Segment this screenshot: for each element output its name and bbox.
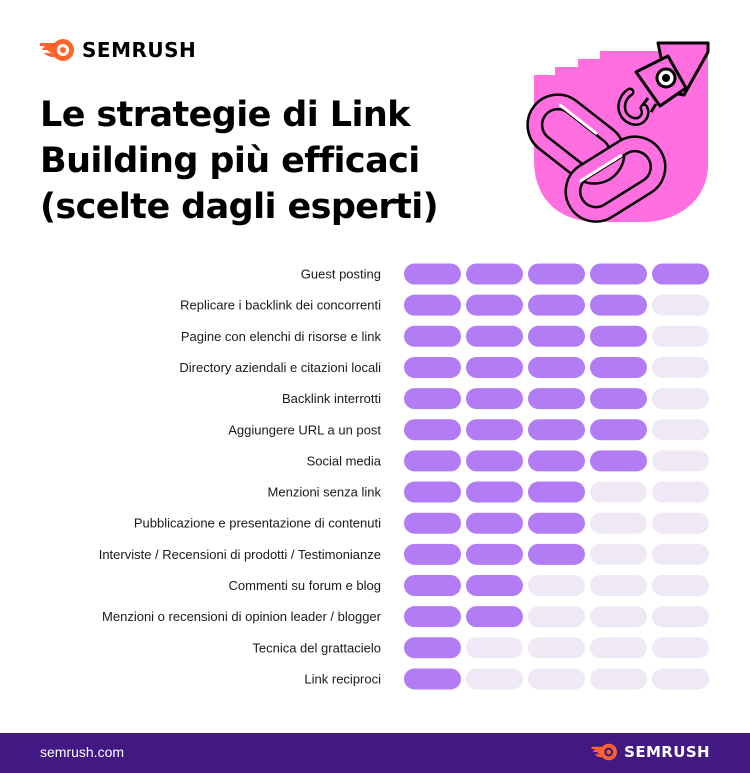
rating-pill-filled bbox=[466, 294, 523, 316]
rating-pill-empty bbox=[466, 668, 523, 690]
rating-pill-empty bbox=[590, 512, 647, 534]
rating-pill-filled bbox=[404, 543, 461, 565]
rating-pill-filled bbox=[404, 356, 461, 378]
rating-pill-empty bbox=[652, 481, 709, 503]
rating-pill-filled bbox=[590, 419, 647, 441]
category-label: Menzioni senza link bbox=[268, 485, 382, 500]
category-label: Pagine con elenchi di risorse e link bbox=[181, 329, 382, 344]
rating-pill-filled bbox=[528, 481, 585, 503]
rating-pill-filled bbox=[466, 606, 523, 628]
rating-pill-filled bbox=[528, 543, 585, 565]
rating-pill-filled bbox=[528, 512, 585, 534]
rating-pill-filled bbox=[404, 575, 461, 596]
category-label: Replicare i backlink dei concorrenti bbox=[180, 298, 381, 313]
rating-pill-empty bbox=[590, 606, 647, 628]
rating-pill-filled bbox=[404, 419, 461, 441]
rating-pill-filled bbox=[466, 512, 523, 534]
footer: semrush.com SEMRUSH bbox=[0, 733, 750, 773]
category-label: Tecnica del grattacielo bbox=[252, 640, 381, 655]
rating-pill-filled bbox=[404, 325, 461, 347]
rating-pill-filled bbox=[404, 263, 461, 285]
footer-logo: SEMRUSH bbox=[591, 743, 710, 761]
brand-name: SEMRUSH bbox=[82, 38, 197, 62]
rating-pill-filled bbox=[466, 419, 523, 441]
rating-pill-filled bbox=[590, 294, 647, 316]
chain-link-crane-hook-icon bbox=[526, 41, 710, 223]
rating-pill-filled bbox=[404, 450, 461, 472]
rating-pill-filled bbox=[590, 450, 647, 472]
rating-pill-empty bbox=[652, 606, 709, 628]
category-label: Link reciproci bbox=[304, 671, 381, 686]
category-label: Backlink interrotti bbox=[282, 391, 381, 406]
rating-pill-filled bbox=[528, 263, 585, 285]
rating-pill-filled bbox=[466, 543, 523, 565]
rating-pill-empty bbox=[652, 294, 709, 316]
rating-pill-empty bbox=[652, 668, 709, 690]
title-line-1: Le strategie di Link bbox=[40, 95, 410, 135]
rating-pill-filled bbox=[528, 325, 585, 347]
semrush-fireball-icon bbox=[591, 743, 618, 761]
rating-pill-empty bbox=[528, 668, 585, 690]
rating-pill-empty bbox=[528, 637, 585, 659]
rating-pill-empty bbox=[466, 637, 523, 659]
page-title: Le strategie di Link Building più effica… bbox=[40, 92, 460, 230]
rating-pill-empty bbox=[528, 575, 585, 596]
rating-pill-empty bbox=[652, 356, 709, 378]
rating-pill-filled bbox=[590, 388, 647, 410]
rating-pill-filled bbox=[404, 512, 461, 534]
rating-pill-filled bbox=[466, 575, 523, 596]
rating-pill-filled bbox=[404, 294, 461, 316]
category-label: Directory aziendali e citazioni locali bbox=[179, 360, 381, 375]
rating-pill-empty bbox=[528, 606, 585, 628]
rating-pill-filled bbox=[404, 668, 461, 690]
rating-pill-filled bbox=[404, 481, 461, 503]
rating-pill-filled bbox=[528, 388, 585, 410]
rating-pill-filled bbox=[404, 388, 461, 410]
rating-pill-filled bbox=[528, 450, 585, 472]
semrush-fireball-icon bbox=[40, 39, 74, 61]
title-line-2: Building più efficaci bbox=[40, 141, 420, 181]
rating-pill-empty bbox=[652, 575, 709, 596]
rating-pill-filled bbox=[590, 325, 647, 347]
rating-pill-filled bbox=[466, 450, 523, 472]
rating-pill-empty bbox=[652, 419, 709, 441]
rating-pill-filled bbox=[466, 263, 523, 285]
category-label: Commenti su forum e blog bbox=[229, 578, 381, 593]
category-label: Guest posting bbox=[301, 267, 381, 282]
rating-pill-filled bbox=[466, 325, 523, 347]
semrush-logo: SEMRUSH bbox=[40, 38, 196, 62]
rating-pill-empty bbox=[652, 450, 709, 472]
category-label: Menzioni o recensioni di opinion leader … bbox=[102, 609, 382, 624]
rating-pill-empty bbox=[652, 512, 709, 534]
title-line-3: (scelte dagli esperti) bbox=[40, 187, 439, 227]
rating-pill-empty bbox=[590, 481, 647, 503]
footer-url[interactable]: semrush.com bbox=[40, 744, 125, 760]
rating-pill-filled bbox=[466, 388, 523, 410]
rating-pill-empty bbox=[652, 543, 709, 565]
rating-pill-empty bbox=[590, 668, 647, 690]
rating-pill-empty bbox=[652, 388, 709, 410]
rating-pill-filled bbox=[590, 263, 647, 285]
rating-pill-empty bbox=[590, 575, 647, 596]
rating-pill-filled bbox=[590, 356, 647, 378]
category-label: Pubblicazione e presentazione di contenu… bbox=[134, 516, 381, 531]
rating-pill-empty bbox=[590, 543, 647, 565]
category-label: Social media bbox=[307, 453, 382, 468]
rating-pill-filled bbox=[404, 606, 461, 628]
rating-pill-filled bbox=[528, 356, 585, 378]
rating-pill-filled bbox=[404, 637, 461, 659]
rating-pill-empty bbox=[590, 637, 647, 659]
rating-pill-filled bbox=[466, 356, 523, 378]
category-label: Interviste / Recensioni di prodotti / Te… bbox=[99, 547, 381, 562]
category-label: Aggiungere URL a un post bbox=[228, 422, 381, 437]
rating-pill-empty bbox=[652, 637, 709, 659]
footer-brand-name: SEMRUSH bbox=[624, 743, 710, 761]
rating-pill-filled bbox=[466, 481, 523, 503]
rating-pill-filled bbox=[528, 419, 585, 441]
rating-pill-empty bbox=[652, 325, 709, 347]
rating-pill-filled bbox=[528, 294, 585, 316]
rating-pill-filled bbox=[652, 263, 709, 285]
